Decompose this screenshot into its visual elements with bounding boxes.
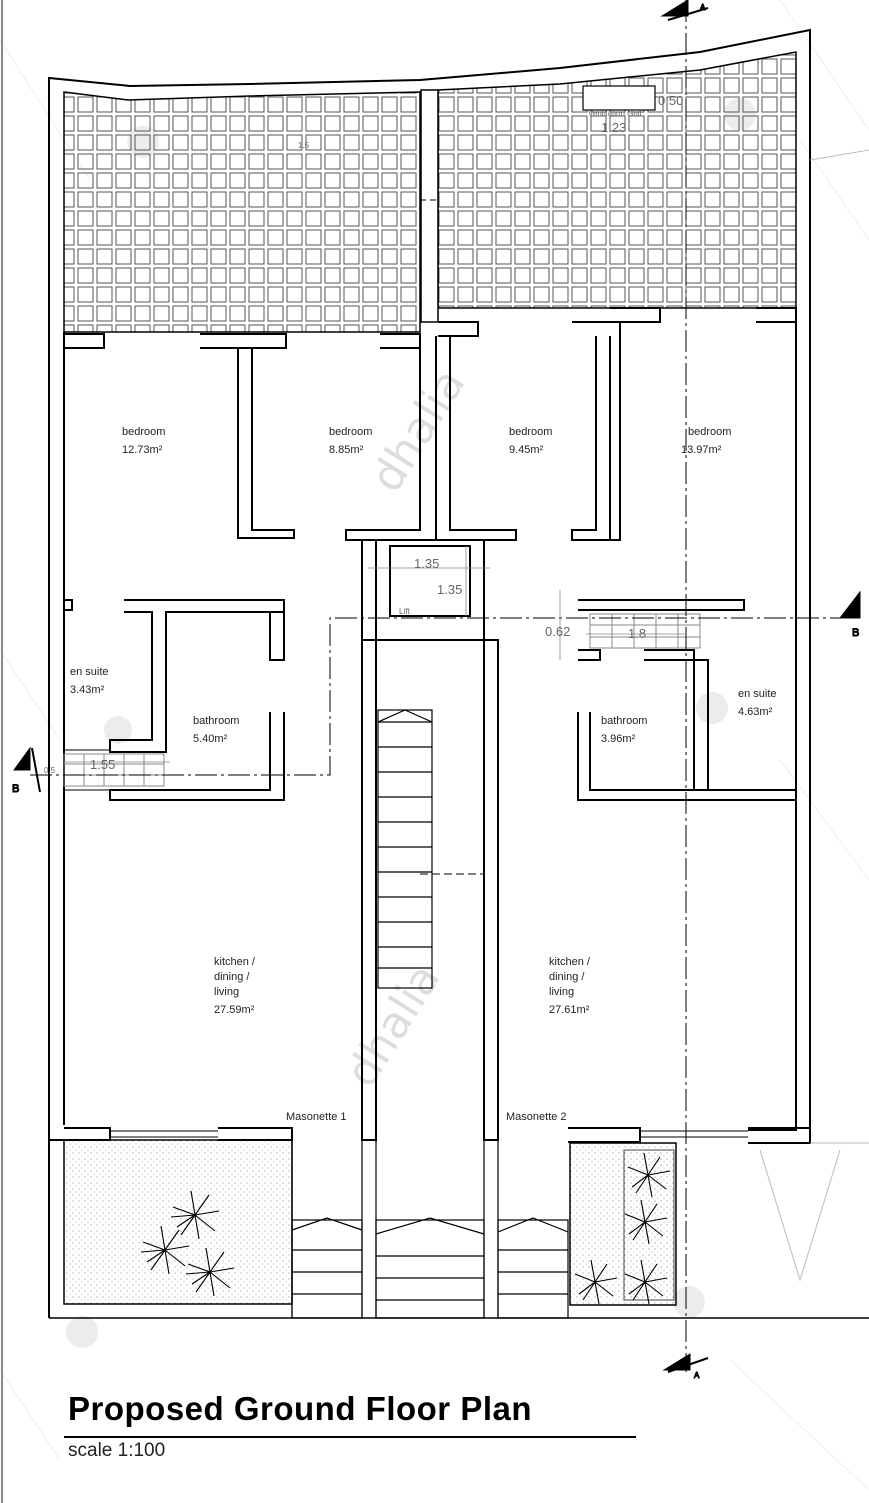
- front-garden-right: [569, 1142, 677, 1306]
- section-b-label: B: [852, 627, 859, 639]
- ensuite-2-area: 4.63m²: [738, 706, 773, 718]
- watermark-text: dhalia: [361, 360, 475, 501]
- lift-shaft: [389, 545, 471, 617]
- section-lines: [30, 0, 840, 1372]
- plant-icon: [627, 1152, 671, 1198]
- section-a-label: A: [694, 1371, 700, 1380]
- plant-icon: [574, 1259, 618, 1305]
- section-b-arrow-icon: [13, 746, 31, 771]
- bathroom-1-name: bathroom: [193, 715, 239, 727]
- bedroom-2-name: bedroom: [329, 426, 372, 438]
- section-markers: B B A A: [12, 0, 861, 1381]
- dimensions: [64, 546, 686, 763]
- lift-width-dim: 1.35: [414, 556, 439, 571]
- ventilation-grill: [582, 85, 656, 111]
- lift-depth-dim: 1.35: [437, 582, 462, 597]
- vent-width-dim: 0.50: [658, 93, 683, 108]
- section-a-arrow-icon: [660, 0, 689, 17]
- watermark-logo-icon: [696, 692, 728, 724]
- kitchen-2-area: 27.61m²: [549, 1004, 590, 1016]
- kitchen-1-line1: kitchen /: [214, 956, 256, 968]
- kitchen-1-line2: dining /: [214, 971, 250, 983]
- ensuite-1-area: 3.43m²: [70, 684, 105, 696]
- kitchen-1-line3: living: [214, 986, 239, 998]
- bedroom-4-name: bedroom: [688, 426, 731, 438]
- plant-icon: [140, 1225, 190, 1275]
- page-title: Proposed Ground Floor Plan: [68, 1390, 533, 1427]
- bathroom-2-area: 3.96m²: [601, 733, 636, 745]
- small-dim: 1.5: [298, 141, 310, 150]
- bathroom-1-area: 5.40m²: [193, 733, 228, 745]
- bedroom-3-name: bedroom: [509, 426, 552, 438]
- kitchen-2-line3: living: [549, 986, 574, 998]
- windows: [64, 749, 748, 1138]
- bedroom-3-area: 9.45m²: [509, 444, 544, 456]
- bedroom-2-area: 8.85m²: [329, 444, 364, 456]
- ensuite-2-name: en suite: [738, 688, 777, 700]
- front-garden-left: [63, 1139, 293, 1305]
- bedroom-1-name: bedroom: [122, 426, 165, 438]
- masonette-2-label: Masonette 2: [506, 1111, 567, 1123]
- plant-icon: [624, 1199, 668, 1245]
- section-b-arrow-icon: [838, 590, 861, 619]
- bedroom-4-area: 13.97m²: [681, 444, 722, 456]
- plant-icon: [170, 1190, 220, 1240]
- scale-label: scale 1:100: [68, 1440, 166, 1461]
- plant-icon: [185, 1247, 235, 1297]
- left-opening-dim: 1.55: [90, 757, 115, 772]
- rear-terrace: Ventilation Grill 0.50 1.23 1.5: [63, 51, 797, 333]
- bathroom-2-name: bathroom: [601, 715, 647, 727]
- skylight-width-dim: 0.62: [545, 624, 570, 639]
- masonette-1-label: Masonette 1: [286, 1111, 347, 1123]
- plant-icon: [624, 1259, 668, 1305]
- watermark-text: dhalia: [336, 955, 450, 1096]
- vent-label: Ventilation Grill: [588, 109, 642, 118]
- section-a-arrow-icon: [662, 1353, 691, 1371]
- front-steps: [291, 1140, 569, 1319]
- bedroom-1-area: 12.73m²: [122, 444, 163, 456]
- watermark-logo-icon: [673, 1286, 705, 1318]
- kitchen-2-line1: kitchen /: [549, 956, 591, 968]
- watermark-logo-icon: [104, 716, 132, 744]
- watermark-logo-icon: [66, 1316, 98, 1348]
- vent-length-dim: 1.23: [601, 120, 626, 135]
- section-a-label: A: [700, 3, 706, 12]
- ensuite-1-name: en suite: [70, 666, 109, 678]
- skylight-length-dim: 1.8: [628, 626, 646, 641]
- section-b-label: B: [12, 783, 19, 795]
- kitchen-2-line2: dining /: [549, 971, 585, 983]
- room-labels: bedroom 12.73m² bedroom 8.85m² bedroom 9…: [70, 426, 777, 1123]
- kitchen-1-area: 27.59m²: [214, 1004, 255, 1016]
- staircase: [377, 709, 433, 989]
- plant-icon-group: [140, 1152, 671, 1305]
- lift-label: Lift: [399, 607, 410, 616]
- skylight: [589, 613, 701, 649]
- title-underline: [64, 1436, 636, 1438]
- small-dim: 0.5: [44, 766, 56, 775]
